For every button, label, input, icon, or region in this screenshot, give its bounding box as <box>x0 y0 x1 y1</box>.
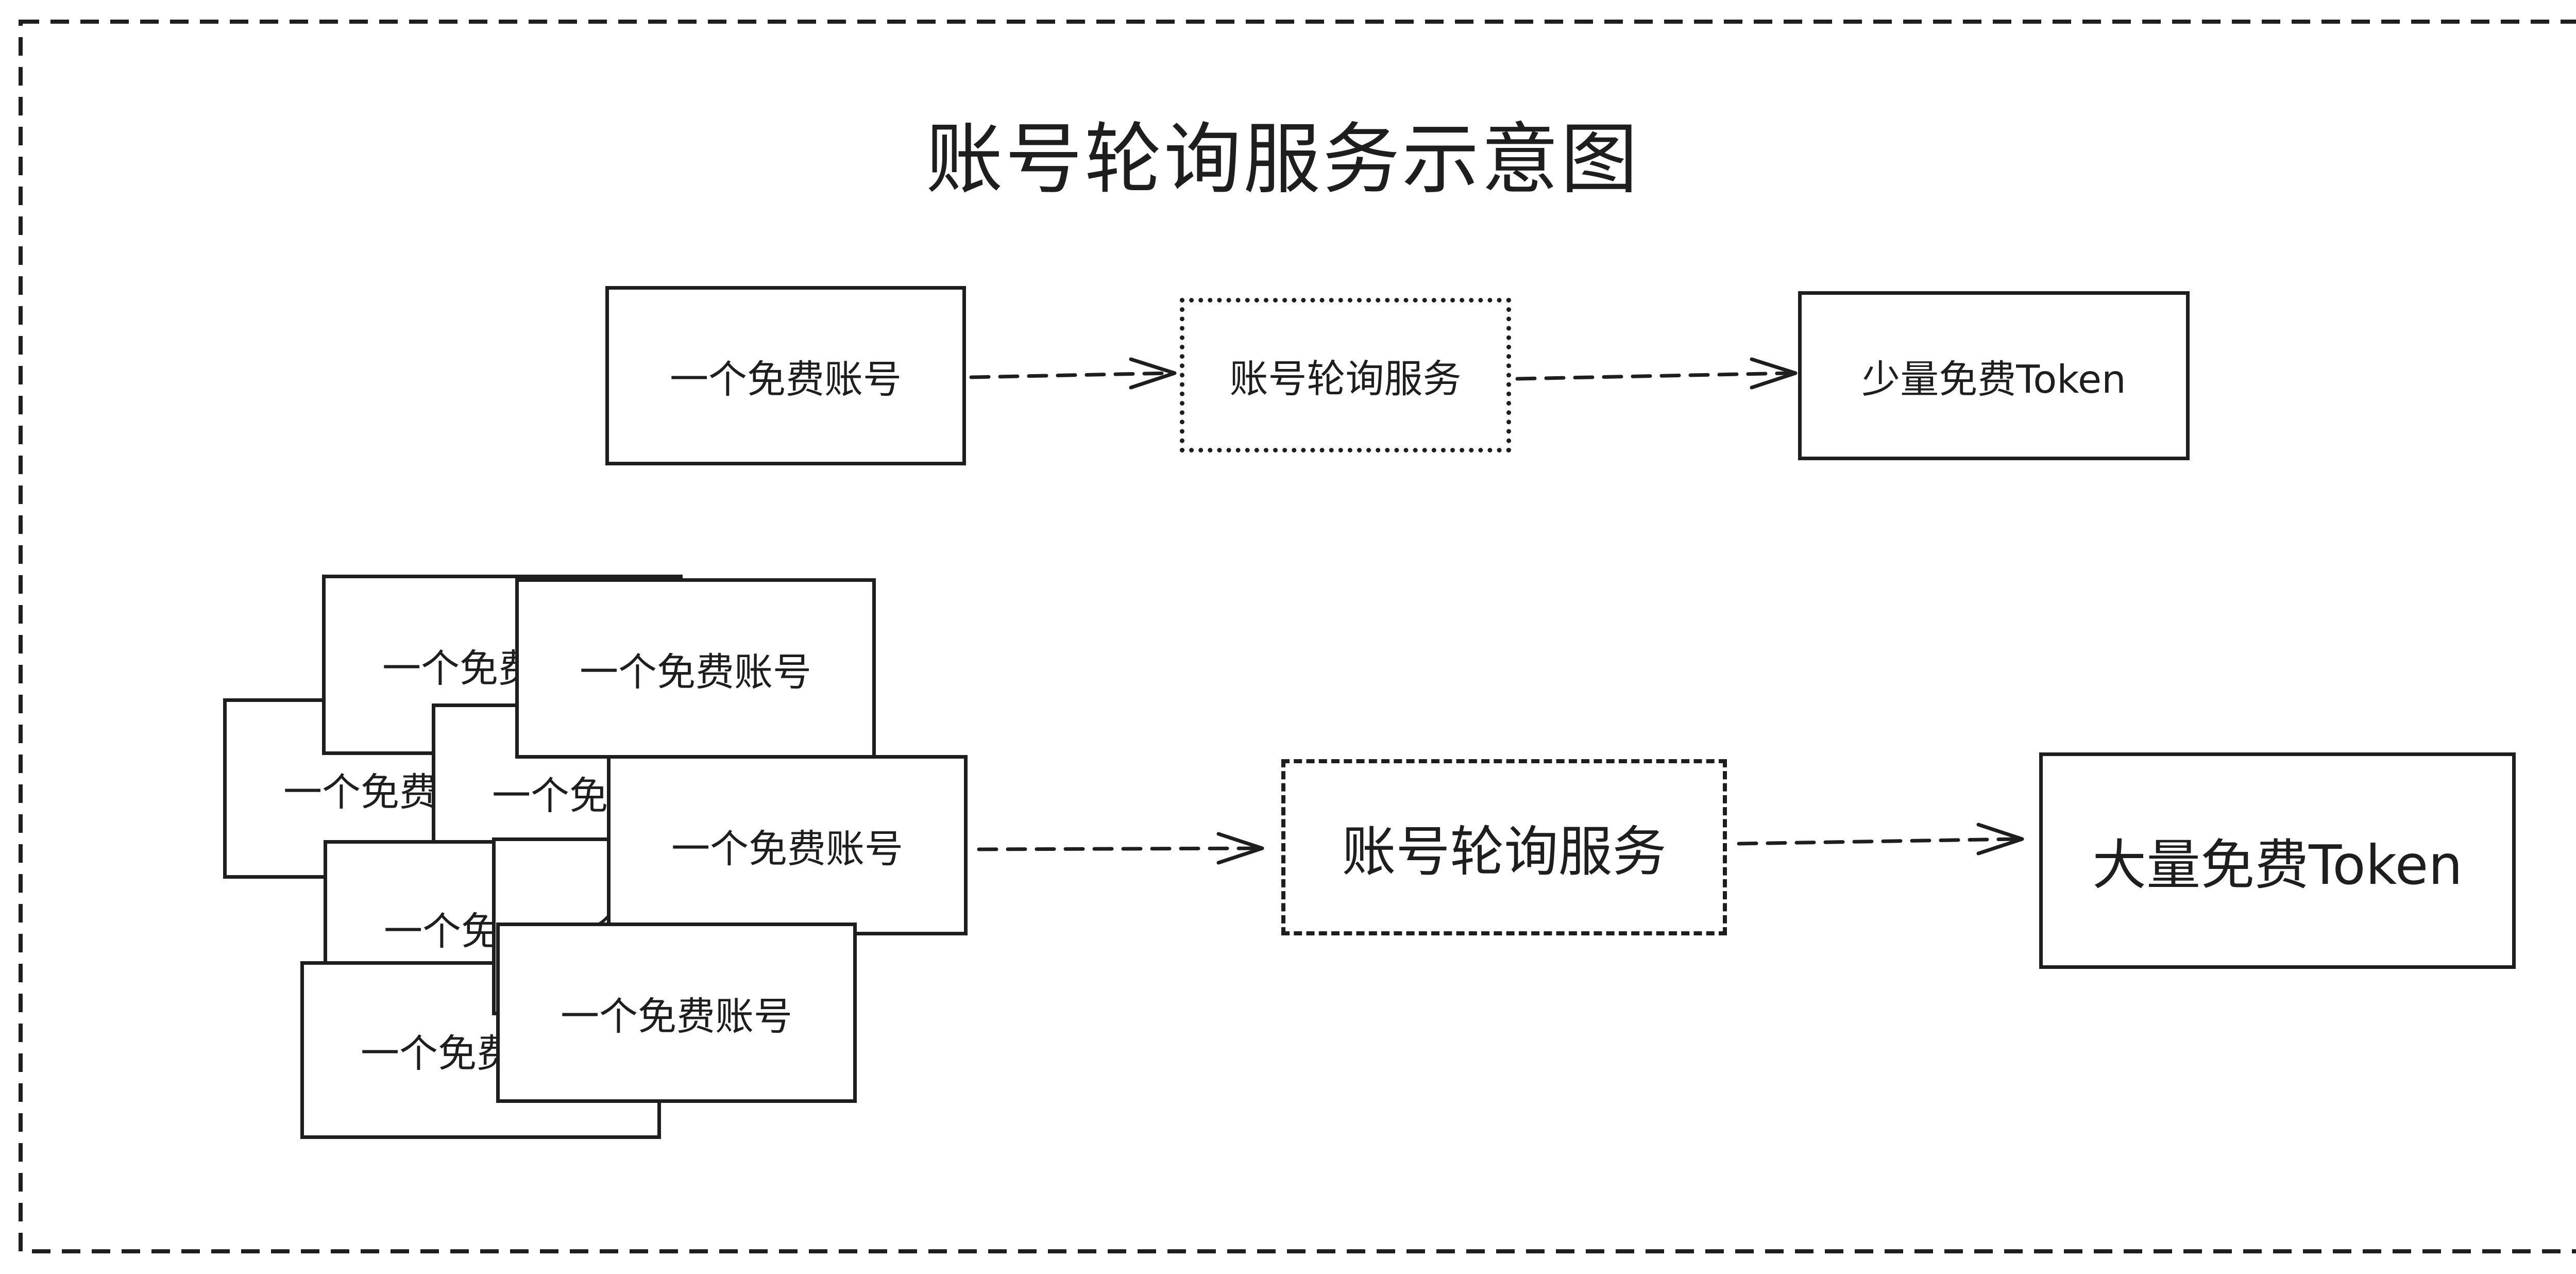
polling-service-label-large: 账号轮询服务 <box>1342 820 1667 883</box>
account-label: 一个免费账号 <box>579 649 811 695</box>
arrow-account-to-service-top <box>969 357 1177 390</box>
account-label: 一个免费账号 <box>560 993 792 1039</box>
single-account-box: 一个免费账号 <box>605 286 966 465</box>
polling-service-box-large: 账号轮询服务 <box>1281 759 1727 935</box>
few-token-box: 少量免费Token <box>1798 291 2190 460</box>
many-token-label: 大量免费Token <box>2092 834 2463 897</box>
arrow-service-to-token-top <box>1515 357 1798 390</box>
polling-service-box-small: 账号轮询服务 <box>1180 298 1511 452</box>
polling-service-label-small: 账号轮询服务 <box>1229 356 1462 401</box>
arrow-service-to-token-bottom <box>1737 823 2024 856</box>
account-label: 一个免费账号 <box>671 826 903 871</box>
account-box-8: 一个免费账号 <box>607 755 968 935</box>
single-account-label: 一个免费账号 <box>669 356 902 402</box>
many-token-box: 大量免费Token <box>2039 752 2516 969</box>
arrow-accounts-to-service-bottom <box>977 832 1264 865</box>
diagram-title: 账号轮询服务示意图 <box>926 115 1640 205</box>
account-box-7: 一个免费账号 <box>515 578 876 759</box>
account-box-9: 一个免费账号 <box>496 923 857 1103</box>
few-token-label: 少量免费Token <box>1861 356 2126 402</box>
